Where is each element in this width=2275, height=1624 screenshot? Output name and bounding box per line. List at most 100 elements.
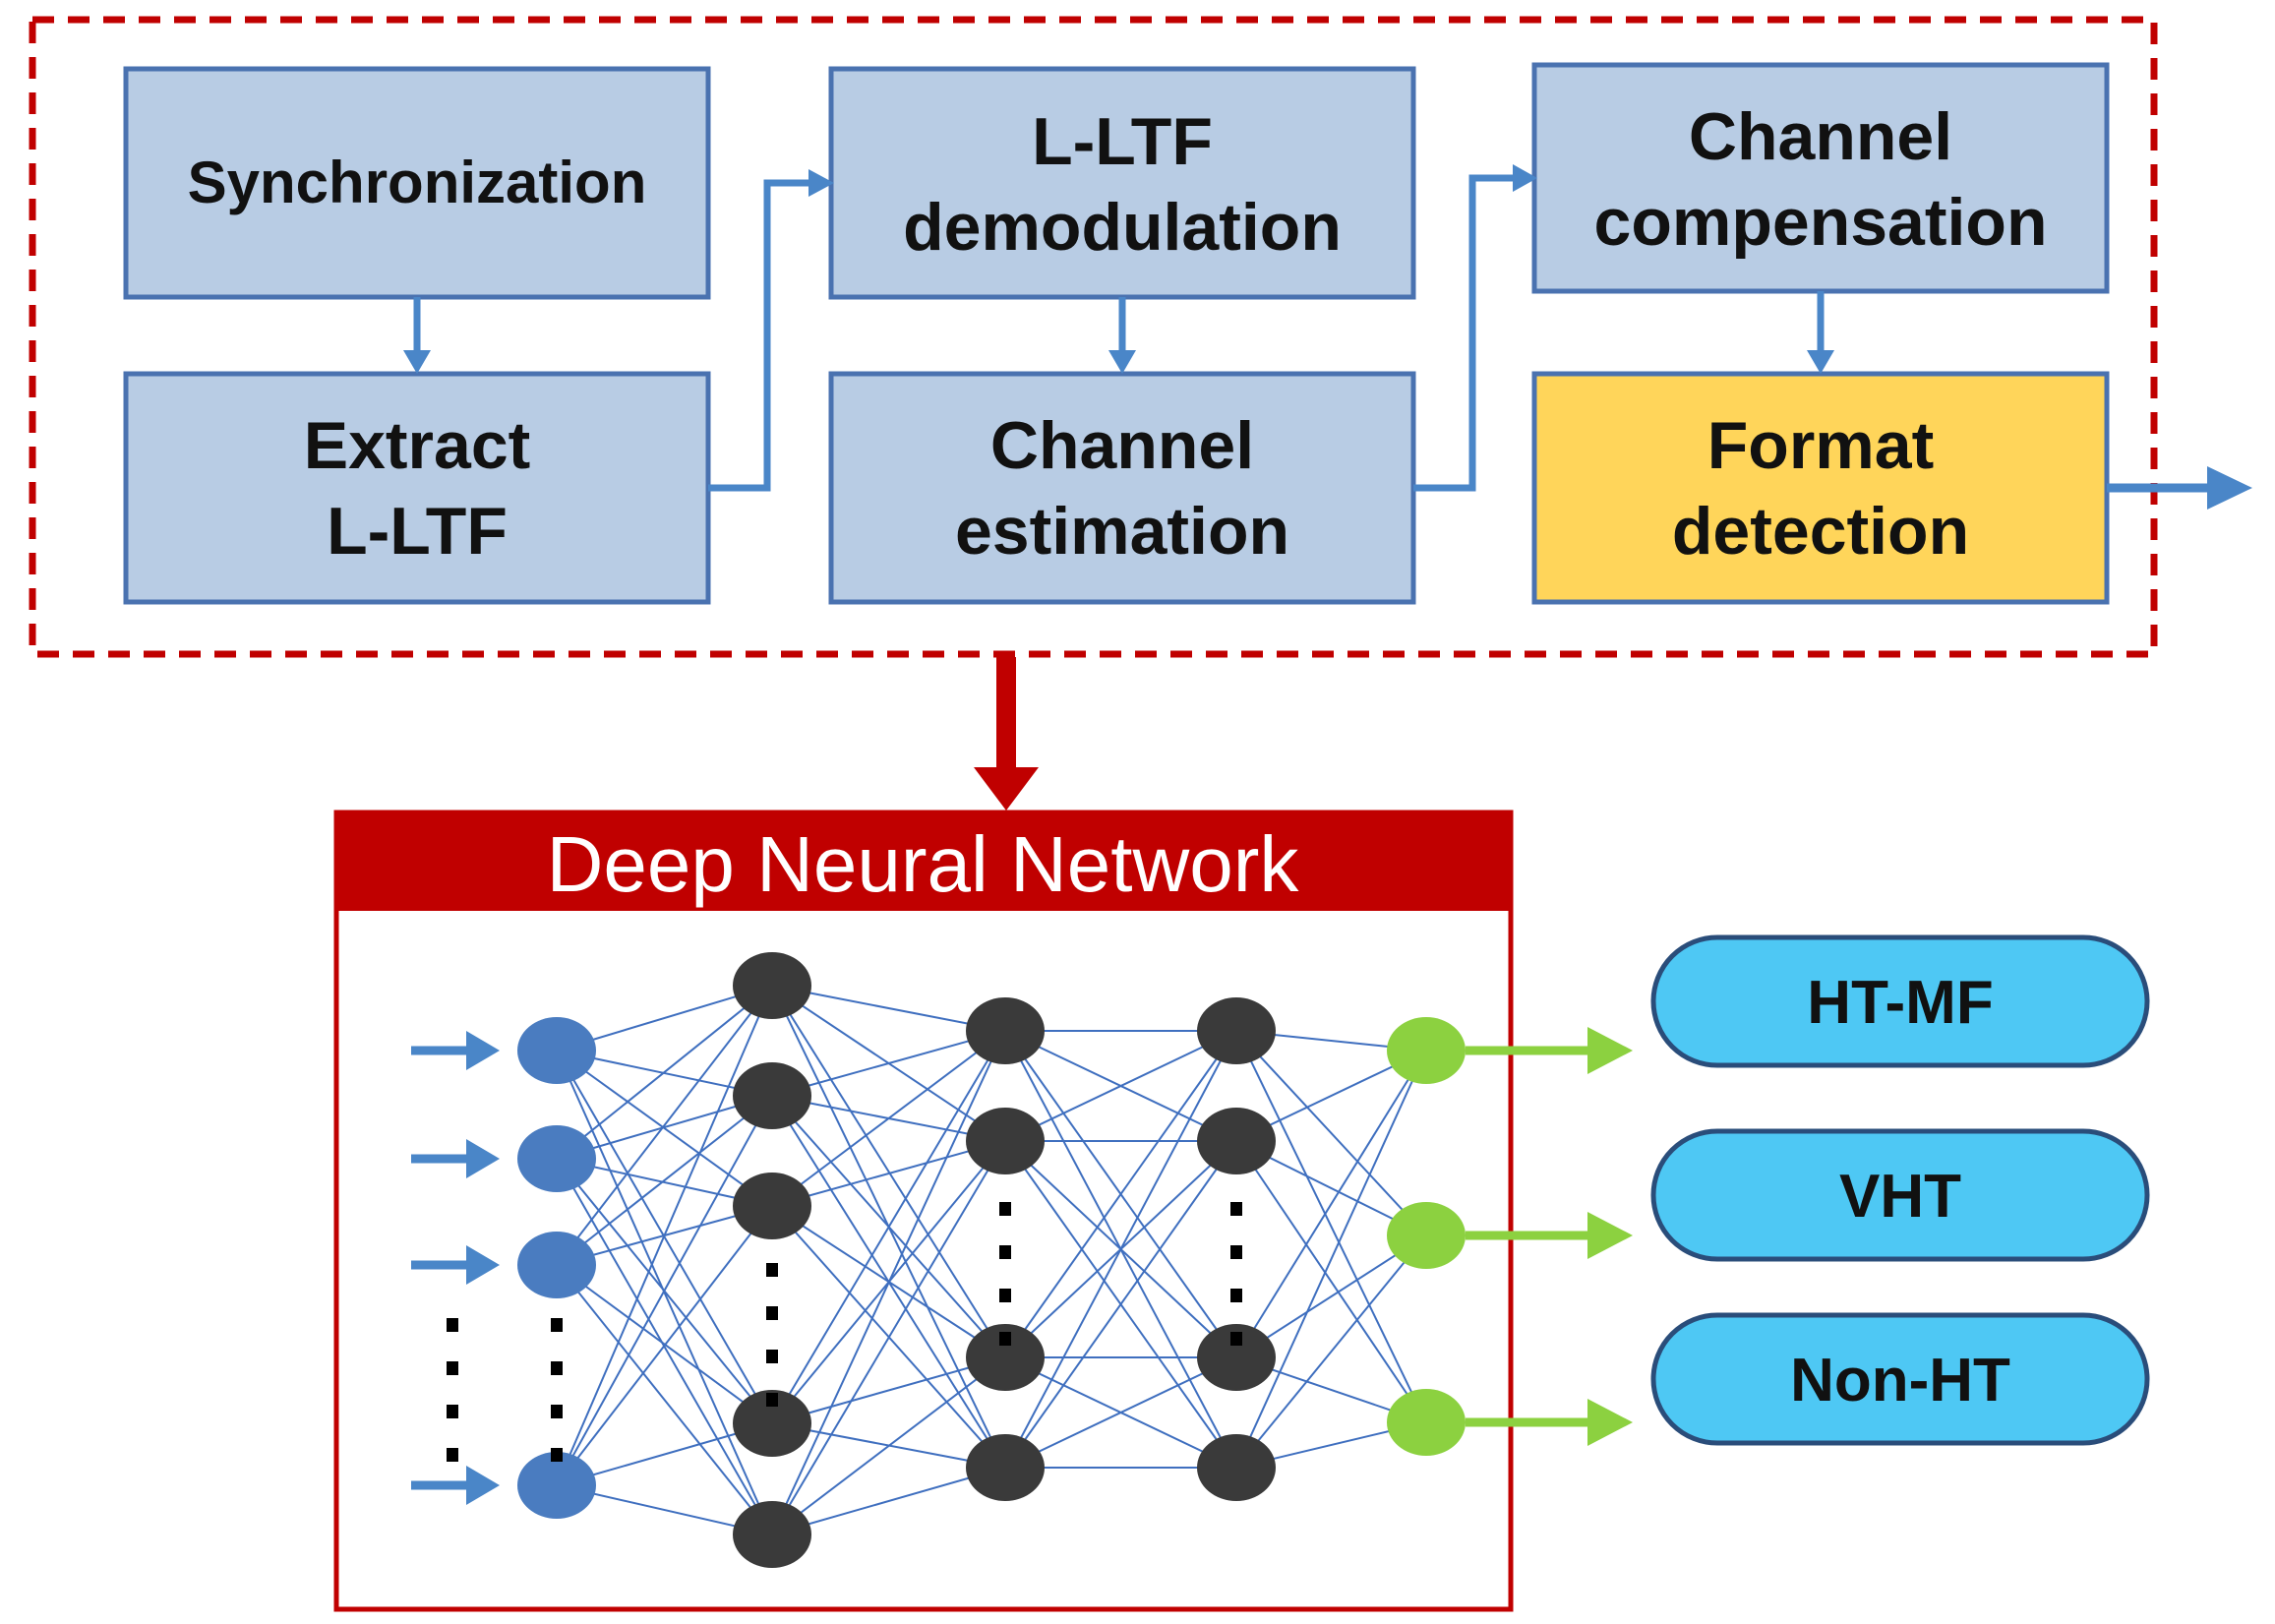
input-node (517, 1017, 596, 1084)
hidden3-ellipsis-dot (1230, 1332, 1242, 1346)
hidden2-ellipsis-dot (999, 1202, 1011, 1216)
arrow-compensation-to-format-head (1807, 350, 1834, 374)
hidden3-node (1197, 1434, 1276, 1501)
arrow-demod-to-estimation-head (1108, 350, 1136, 374)
input-node (517, 1125, 596, 1192)
dnn-edge (1004, 1030, 1237, 1358)
dnn-edge (1235, 1050, 1427, 1358)
block-extract-l-ltf-line2: L-LTF (327, 494, 508, 569)
input-ellipsis-dot (447, 1405, 458, 1418)
dnn-edge (556, 1095, 773, 1266)
dnn-edge (771, 1467, 1006, 1535)
input-arrow-head (466, 1466, 500, 1505)
dnn-nodes (411, 952, 1633, 1568)
arrow-estimation-to-compensation (1413, 174, 1517, 492)
arrow-to-dnn-head (974, 767, 1039, 811)
hidden1-node (733, 952, 811, 1019)
hidden3-node (1197, 1324, 1276, 1391)
input-arrow-head (466, 1031, 500, 1070)
output-ht-mf-label: HT-MF (1807, 969, 1993, 1037)
dnn-edge (771, 1356, 1006, 1535)
dnn-edge (556, 985, 773, 1160)
dnn-edge (771, 985, 1006, 1032)
input-node-ellipsis-dot (551, 1405, 563, 1418)
dnn-edge (771, 1030, 1006, 1535)
block-format-detection-line2: detection (1672, 494, 1969, 569)
arrow-estimation-to-compensation-head (1513, 164, 1537, 192)
dnn-edge (771, 1030, 1006, 1097)
hidden1-node (733, 1173, 811, 1239)
dnn-edge (1004, 1030, 1237, 1142)
block-l-ltf-demodulation: L-LTF demodulation (828, 66, 1416, 300)
dnn-panel-border (333, 810, 1514, 1612)
block-synchronization-box (123, 66, 711, 300)
output-arrow-head (1587, 1027, 1633, 1074)
block-format-detection-box (1531, 371, 2110, 605)
dnn-title: Deep Neural Network (547, 820, 1300, 908)
output-arrow-head (1587, 1399, 1633, 1446)
hidden2-node (966, 997, 1045, 1064)
output-node (1387, 1202, 1466, 1269)
input-ellipsis-dot (447, 1361, 458, 1375)
output-node (1387, 1389, 1466, 1456)
dnn-edge (556, 985, 773, 1266)
block-channel-estimation-box (828, 371, 1416, 605)
hidden2-node (966, 1434, 1045, 1501)
dnn-edge (556, 985, 773, 1486)
dnn-edge (771, 1140, 1006, 1207)
hidden3-node (1197, 1108, 1276, 1174)
hidden1-node (733, 1501, 811, 1568)
input-ellipsis-dot (447, 1318, 458, 1332)
pipeline-arrows (403, 164, 2252, 510)
dnn-edge (771, 1030, 1006, 1207)
dnn-edge (1235, 1030, 1427, 1423)
block-extract-l-ltf-line1: Extract (304, 408, 531, 483)
hidden3-ellipsis-dot (1230, 1245, 1242, 1259)
dnn-edge (1235, 1234, 1427, 1469)
block-extract-l-ltf-box (123, 371, 711, 605)
arrow-extract-to-demod (708, 179, 812, 492)
dnn-edge (556, 1264, 773, 1535)
block-channel-compensation-line2: compensation (1594, 185, 2048, 260)
output-non-ht: Non-HT (1650, 1312, 2150, 1446)
hidden3-node (1197, 997, 1276, 1064)
dnn-edge (771, 1356, 1006, 1424)
input-arrow-head (466, 1245, 500, 1285)
block-format-detection-line1: Format (1707, 408, 1934, 483)
block-synchronization-label: Synchronization (188, 150, 647, 215)
input-arrow-head (466, 1139, 500, 1178)
hidden3-ellipsis-dot (1230, 1289, 1242, 1302)
arrow-format-output-head (2207, 466, 2252, 510)
hidden2-node (966, 1108, 1045, 1174)
hidden2-ellipsis-dot (999, 1245, 1011, 1259)
hidden2-node (966, 1324, 1045, 1391)
output-vht-label: VHT (1839, 1163, 1961, 1231)
hidden1-node (733, 1390, 811, 1457)
input-ellipsis-dot (447, 1448, 458, 1462)
dnn-edge (771, 1030, 1006, 1424)
hidden3-ellipsis-dot (1230, 1202, 1242, 1216)
block-l-ltf-demodulation-line1: L-LTF (1032, 104, 1213, 179)
dnn-header (336, 812, 1511, 911)
dnn-edge (1235, 1140, 1427, 1423)
output-ht-mf: HT-MF (1650, 934, 2150, 1068)
output-node (1387, 1017, 1466, 1084)
arrow-to-dnn (974, 657, 1039, 811)
dnn-edge (556, 1205, 773, 1486)
dnn-edge (771, 1140, 1006, 1535)
hidden1-ellipsis-dot (766, 1350, 778, 1363)
block-extract-l-ltf: Extract L-LTF (123, 371, 711, 605)
input-node-ellipsis-dot (551, 1361, 563, 1375)
output-non-ht-label: Non-HT (1790, 1347, 2010, 1414)
block-synchronization: Synchronization (123, 66, 711, 300)
arrow-extract-to-demod-head (808, 169, 834, 197)
dnn-edge (1235, 1050, 1427, 1469)
block-format-detection: Format detection (1531, 371, 2110, 605)
dnn-edge (1235, 1030, 1427, 1236)
block-channel-estimation-line1: Channel (990, 408, 1254, 483)
input-node-ellipsis-dot (551, 1318, 563, 1332)
block-channel-estimation: Channel estimation (828, 371, 1416, 605)
dnn-panel: Deep Neural Network (333, 810, 1514, 1612)
hidden2-ellipsis-dot (999, 1332, 1011, 1346)
